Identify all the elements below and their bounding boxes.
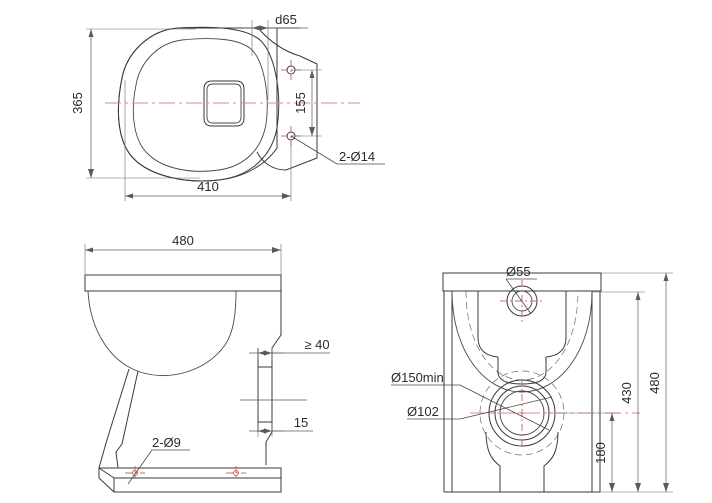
top-dim-410-label: 410 bbox=[197, 179, 219, 194]
top-annotation-bolt-holes-leader bbox=[290, 135, 338, 165]
top-dim-d65-label: d65 bbox=[275, 12, 297, 27]
rear-view-top-slab bbox=[442, 272, 602, 292]
rear-view-bowl-arc-inner bbox=[465, 290, 579, 381]
rear-view-body-outline bbox=[443, 291, 601, 492]
rear-annotation-inlet-leader bbox=[505, 278, 532, 315]
top-view-outlet-aperture-outer bbox=[203, 80, 245, 127]
rear-view: Ø55 Ø150min Ø102 480 430 180 bbox=[391, 264, 673, 493]
side-dim-15-arrow-right bbox=[264, 428, 272, 434]
rear-annotation-outlet-bore-label: Ø102 bbox=[407, 404, 439, 419]
rear-annotation-outlet-bore-leader bbox=[459, 396, 553, 420]
rear-view-bowl-arc-outer bbox=[451, 290, 593, 393]
rear-dim-430-label: 430 bbox=[619, 382, 634, 404]
rear-view-right-leg bbox=[543, 431, 559, 492]
top-view-back-plate bbox=[256, 27, 318, 171]
side-view-base-plinth bbox=[98, 467, 282, 493]
rear-dim-180-label: 180 bbox=[593, 442, 608, 464]
top-dim-d65-arrow-left bbox=[252, 25, 260, 31]
rear-annotation-outlet-min-label: Ø150min bbox=[391, 370, 444, 385]
side-view-bowl-curve bbox=[87, 290, 237, 376]
side-view-base-chamfer bbox=[98, 467, 115, 479]
top-dim-155-label: 155 bbox=[293, 92, 308, 114]
side-view-floor-hole-rear bbox=[226, 466, 246, 480]
rear-annotation-outlet-min-leader bbox=[459, 384, 550, 431]
top-view-outlet-aperture-inner bbox=[206, 83, 242, 124]
side-dim-15-label: 15 bbox=[294, 415, 308, 430]
rear-view-right-post bbox=[545, 291, 567, 358]
side-dim-40-arrow-right bbox=[264, 350, 272, 356]
side-view-floor-hole-front bbox=[125, 466, 145, 480]
side-view-pedestal bbox=[98, 368, 139, 469]
top-view-rim-outer bbox=[117, 26, 280, 182]
top-view-rim-inner bbox=[132, 38, 268, 172]
top-dim-d65-arrow-right bbox=[260, 25, 268, 31]
rear-view-left-post bbox=[477, 291, 499, 358]
side-annotation-floor-holes-leader bbox=[127, 449, 153, 485]
rear-annotation-inlet-label: Ø55 bbox=[506, 264, 531, 279]
side-view-rear-wall bbox=[265, 291, 282, 465]
top-annotation-bolt-holes-label: 2-Ø14 bbox=[339, 149, 375, 164]
top-dim-365-label: 365 bbox=[70, 92, 85, 114]
side-view-rim-slab bbox=[84, 274, 282, 292]
top-view: 365 410 d65 155 2-Ø14 bbox=[70, 12, 385, 201]
side-dim-40-label: ≥ 40 bbox=[304, 337, 329, 352]
side-annotation-floor-holes-label: 2-Ø9 bbox=[152, 435, 181, 450]
side-view: 480 ≥ 40 15 2-Ø9 bbox=[84, 233, 330, 493]
rear-dim-480-label: 480 bbox=[647, 372, 662, 394]
rear-view-left-leg bbox=[485, 431, 501, 492]
side-dim-480-label: 480 bbox=[172, 233, 194, 248]
